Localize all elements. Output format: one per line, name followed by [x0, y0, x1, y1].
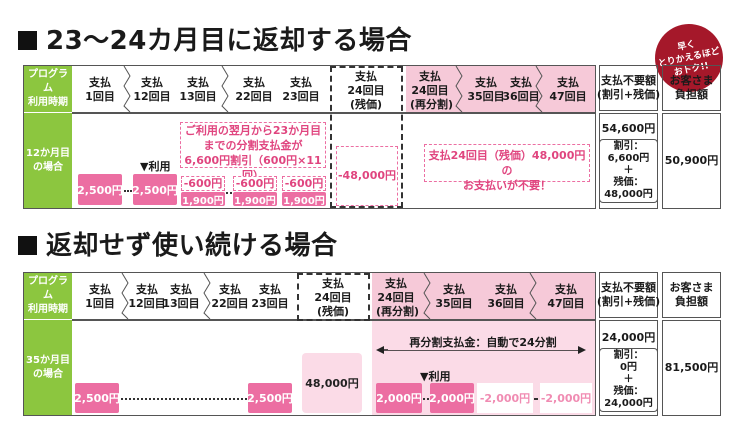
residual-free-note: 支払24回目（残価）48,000円のお支払いが不要！: [424, 144, 590, 192]
bar-resplit-24: 2,000円: [376, 383, 422, 413]
residual-column: [297, 273, 370, 321]
squiggle-separators: [121, 273, 211, 319]
square-bullet-icon: [18, 236, 37, 255]
discount-13: -600円: [181, 176, 225, 191]
burden-header: お客さま負担額: [662, 65, 721, 111]
resplit-header-bg: [406, 66, 595, 112]
section2-title: 返却せず使い続ける場合: [18, 225, 338, 262]
use-marker: ▼利用: [420, 370, 451, 383]
residual-waived: -48,000円: [336, 146, 398, 206]
bar-pay-23: 1,900円: [282, 192, 326, 207]
squiggle-separators: [123, 66, 229, 112]
row-label-35: 35か月目 の場合: [24, 320, 72, 415]
residual-column: [330, 66, 403, 208]
bar-pay-1: 2,500円: [77, 174, 123, 205]
bar-resplit-35: 2,000円: [429, 383, 475, 413]
unnecessary-breakdown: 割引：6,600円＋残価：48,000円: [599, 139, 658, 203]
dotted-connector: [121, 398, 247, 400]
burden-amount: 50,900円: [662, 113, 721, 209]
program-period-label: プログラム 利用時期: [24, 66, 72, 112]
resplit-label: 再分割支払金：自動で24分割: [388, 334, 578, 350]
discount-22: -600円: [233, 176, 277, 191]
unnecessary-amount: 24,000円 割引：0円＋残価：24,000円: [599, 320, 658, 416]
row-label-12: 12か月目 の場合: [24, 113, 72, 208]
dotted-connector: [226, 192, 232, 194]
unnecessary-header: 支払不要額(割引+残価): [597, 65, 660, 111]
discount-36: -2,000円: [477, 383, 533, 413]
resplit-header-bg: [372, 273, 595, 319]
header-divider: [72, 112, 595, 114]
dotted-connector: [124, 190, 132, 192]
squiggle-separators-pink: [455, 66, 543, 112]
bar-pay-23: 2,500円: [247, 383, 293, 413]
resplit-arrow-icon: [376, 346, 586, 354]
unnecessary-breakdown: 割引：0円＋残価：24,000円: [599, 348, 658, 412]
section1-title: 23～24カ月目に返却する場合: [18, 20, 412, 57]
program-period-label: プログラム 利用時期: [24, 273, 72, 319]
burden-amount: 81,500円: [662, 320, 721, 416]
bar-pay-12: 2,500円: [132, 174, 178, 205]
dotted-connector: [423, 398, 429, 400]
bar-pay-1: 2,500円: [74, 383, 120, 413]
squiggle-separators-pink: [423, 273, 537, 319]
residual-48000: 48,000円: [302, 353, 362, 413]
unnecessary-amount: 54,600円 割引：6,600円＋残価：48,000円: [599, 113, 658, 209]
square-bullet-icon: [18, 31, 37, 50]
dotted-connector: [534, 398, 538, 400]
use-marker: ▼利用: [140, 160, 171, 173]
discount-47: -2,000円: [540, 383, 592, 413]
bar-pay-22: 1,900円: [233, 192, 277, 207]
unnecessary-header: 支払不要額(割引+残価): [597, 272, 660, 318]
burden-header: お客さま負担額: [662, 272, 721, 318]
bar-pay-13: 1,900円: [181, 192, 225, 207]
discount-23: -600円: [282, 176, 326, 191]
